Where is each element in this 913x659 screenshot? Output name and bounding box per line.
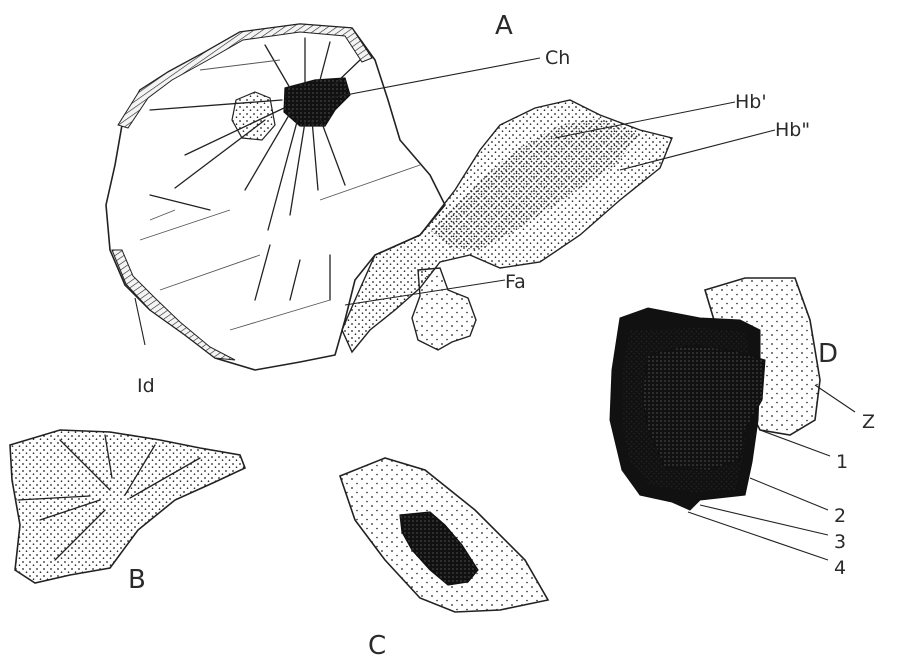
zone3-leader	[700, 505, 828, 535]
chromite-inclusion	[284, 78, 350, 126]
grain-d: D Z 1 2 3 4	[610, 278, 875, 579]
grain-c: C	[340, 458, 548, 659]
panel-c-label: C	[368, 631, 386, 659]
id-leader	[135, 298, 145, 345]
zone4-leader	[688, 512, 828, 560]
fa-label: Fa	[505, 271, 526, 293]
ch-leader	[330, 58, 540, 98]
id-label: Id	[137, 375, 155, 397]
z-label: Z	[862, 411, 875, 433]
zone-2-label: 2	[834, 505, 846, 527]
crack-lines	[150, 38, 360, 300]
ch-label: Ch	[545, 47, 570, 69]
panel-d-label: D	[818, 339, 838, 369]
zone-3-label: 3	[834, 531, 846, 553]
grain-b-outline	[10, 430, 245, 583]
panel-b-label: B	[128, 565, 146, 595]
grain-b: B	[10, 430, 245, 595]
panel-a-label: A	[495, 11, 513, 41]
zone-4-label: 4	[834, 557, 846, 579]
fayalite-grain	[412, 268, 476, 350]
zone2-leader	[750, 478, 828, 510]
hb1-label: Hb'	[735, 91, 767, 113]
zone-1-label: 1	[836, 451, 848, 473]
id-rim-lower	[112, 250, 235, 360]
hb2-label: Hb"	[775, 119, 810, 141]
z-leader	[815, 385, 855, 412]
zone1-leader	[760, 430, 830, 456]
